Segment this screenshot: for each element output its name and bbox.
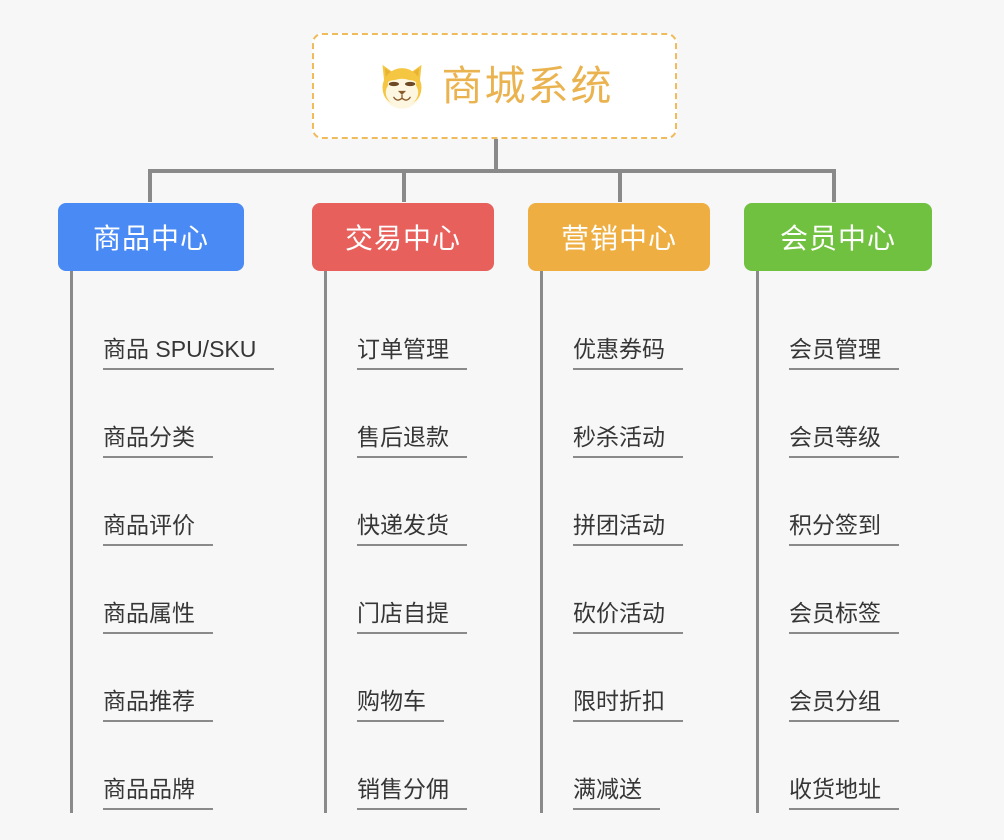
shiba-dog-icon (376, 60, 428, 112)
list-item-label: 商品属性 (103, 600, 213, 634)
list-item-label: 售后退款 (357, 424, 467, 458)
leaf-stack-member: 会员管理 会员等级 积分签到 会员标签 会员分组 收货地址 (756, 271, 932, 813)
list-item[interactable]: 商品 SPU/SKU (73, 285, 275, 373)
list-item-label: 秒杀活动 (573, 424, 683, 458)
list-item-label: 订单管理 (357, 336, 467, 370)
list-item-label: 商品评价 (103, 512, 213, 546)
category-title: 会员中心 (779, 223, 896, 254)
list-item[interactable]: 会员分组 (759, 637, 932, 725)
list-item-label: 会员管理 (789, 336, 899, 370)
category-column-marketing: 营销中心 优惠券码 秒杀活动 拼团活动 砍价活动 限时折扣 满减送 (528, 203, 710, 813)
list-item[interactable]: 砍价活动 (543, 549, 710, 637)
list-item-label: 会员标签 (789, 600, 899, 634)
category-column-member: 会员中心 会员管理 会员等级 积分签到 会员标签 会员分组 收货地址 (744, 203, 932, 813)
connector-drop-3 (832, 172, 836, 202)
leaf-stack-product: 商品 SPU/SKU 商品分类 商品评价 商品属性 商品推荐 商品品牌 (70, 271, 275, 813)
list-item[interactable]: 商品推荐 (73, 637, 244, 725)
category-column-trade: 交易中心 订单管理 售后退款 快递发货 门店自提 购物车 销售分佣 (312, 203, 494, 813)
category-title: 商品中心 (92, 223, 209, 254)
list-item-label: 满减送 (573, 776, 660, 810)
category-title: 营销中心 (560, 223, 677, 254)
list-item[interactable]: 快递发货 (327, 461, 494, 549)
list-item-label: 商品分类 (103, 424, 213, 458)
list-item[interactable]: 会员等级 (759, 373, 932, 461)
list-item-label: 砍价活动 (573, 600, 683, 634)
list-item-label: 收货地址 (789, 776, 899, 810)
list-item-label: 门店自提 (357, 600, 467, 634)
list-item[interactable]: 优惠券码 (543, 285, 710, 373)
list-item-label: 快递发货 (357, 512, 467, 546)
list-item-label: 拼团活动 (573, 512, 683, 546)
category-header-marketing[interactable]: 营销中心 (528, 203, 710, 271)
category-title: 交易中心 (344, 223, 461, 254)
list-item[interactable]: 售后退款 (327, 373, 494, 461)
connector-drop-1 (402, 172, 406, 202)
leaf-stack-trade: 订单管理 售后退款 快递发货 门店自提 购物车 销售分佣 (324, 271, 494, 813)
category-header-product[interactable]: 商品中心 (58, 203, 244, 271)
list-item-label: 商品品牌 (103, 776, 213, 810)
list-item-label: 限时折扣 (573, 688, 683, 722)
category-header-member[interactable]: 会员中心 (744, 203, 932, 271)
category-column-product: 商品中心 商品 SPU/SKU 商品分类 商品评价 商品属性 商品推荐 商品品牌 (58, 203, 275, 813)
category-header-trade[interactable]: 交易中心 (312, 203, 494, 271)
list-item[interactable]: 商品品牌 (73, 725, 244, 813)
leaf-stack-marketing: 优惠券码 秒杀活动 拼团活动 砍价活动 限时折扣 满减送 (540, 271, 710, 813)
list-item[interactable]: 销售分佣 (327, 725, 494, 813)
list-item[interactable]: 商品分类 (73, 373, 244, 461)
connector-drop-0 (148, 172, 152, 202)
list-item[interactable]: 拼团活动 (543, 461, 710, 549)
list-item[interactable]: 限时折扣 (543, 637, 710, 725)
list-item[interactable]: 会员管理 (759, 285, 932, 373)
list-item-label: 会员等级 (789, 424, 899, 458)
list-item-label: 购物车 (357, 688, 444, 722)
list-item-label: 销售分佣 (357, 776, 467, 810)
list-item[interactable]: 商品属性 (73, 549, 244, 637)
list-item[interactable]: 商品评价 (73, 461, 244, 549)
list-item[interactable]: 订单管理 (327, 285, 494, 373)
list-item[interactable]: 购物车 (327, 637, 494, 725)
connector-horizontal-bar (148, 169, 836, 173)
list-item-label: 商品推荐 (103, 688, 213, 722)
list-item[interactable]: 收货地址 (759, 725, 932, 813)
list-item[interactable]: 门店自提 (327, 549, 494, 637)
list-item-label: 会员分组 (789, 688, 899, 722)
root-title: 商城系统 (441, 62, 614, 109)
list-item-label: 商品 SPU/SKU (103, 336, 275, 370)
connector-root-stem (494, 139, 498, 172)
list-item[interactable]: 会员标签 (759, 549, 932, 637)
list-item[interactable]: 满减送 (543, 725, 710, 813)
list-item[interactable]: 秒杀活动 (543, 373, 710, 461)
list-item-label: 优惠券码 (573, 336, 683, 370)
list-item[interactable]: 积分签到 (759, 461, 932, 549)
root-node[interactable]: 商城系统 (312, 33, 677, 139)
list-item-label: 积分签到 (789, 512, 899, 546)
connector-drop-2 (618, 172, 622, 202)
